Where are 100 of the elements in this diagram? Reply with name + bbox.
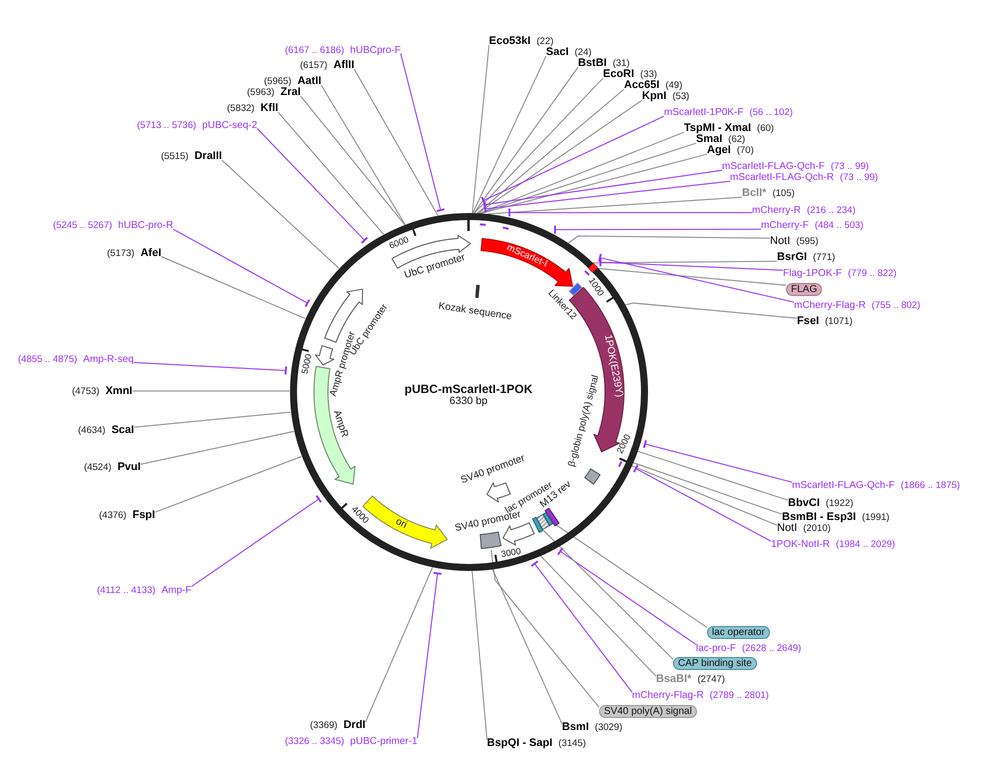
leader-line [160, 256, 306, 320]
primer-name: mScarletI-1P0K-F [664, 107, 744, 118]
feature-tag: FLAG [786, 283, 822, 296]
leader-line [476, 88, 624, 214]
primer-name: 1POK-NotI-R [771, 539, 830, 550]
enzyme-name: BbvCI [788, 498, 820, 510]
scale-label: 3000 [500, 546, 522, 560]
leader-line [256, 128, 368, 244]
cut-position: (22) [536, 36, 554, 48]
enzyme-name: DrdI [343, 720, 366, 732]
primer-name: pUBC-seq-2 [202, 120, 258, 130]
primer-name: Flag-1POK-F [783, 268, 842, 280]
leader-line [633, 464, 772, 542]
cut-position: (1071) [825, 316, 852, 328]
leader-line [154, 456, 302, 513]
primer-name: mCherry-Flag-R [632, 690, 704, 702]
cut-position: (5515) [161, 151, 188, 162]
primer-range: (5245 .. 5267) [53, 220, 112, 232]
enzyme-name: NotI [770, 236, 790, 248]
cut-position: (4376) [99, 510, 126, 522]
cut-position: (3369) [310, 720, 338, 732]
leader-line [597, 268, 786, 286]
plasmid-size: 6330 bp [450, 395, 488, 406]
leader-line [134, 412, 292, 428]
leader-line [133, 362, 287, 375]
leader-line [540, 555, 656, 677]
cut-position: (595) [796, 236, 818, 248]
cut-position: (4524) [84, 462, 112, 474]
leader-line [624, 302, 798, 319]
leader-line [320, 84, 406, 226]
leader-line [132, 390, 290, 392]
leader-line [643, 440, 792, 483]
cut-position: (4753) [72, 386, 100, 398]
leader-line [472, 570, 488, 740]
leader-line [636, 450, 788, 501]
primer-range: (56 .. 102) [749, 107, 793, 118]
scale-label: 5000 [300, 352, 314, 374]
leader-line [543, 530, 674, 660]
primer-name: mCherry-R [752, 204, 801, 216]
leader-line [568, 236, 770, 244]
cut-position: (4634) [78, 425, 106, 436]
primer-name: hUBCpro-F [350, 44, 401, 56]
primer-name: hUBC-pro-R [118, 220, 174, 232]
leader-line [599, 258, 784, 271]
enzyme-name: ScaI [111, 425, 134, 436]
scale-label: 6000 [388, 236, 410, 252]
leader-line [472, 44, 490, 214]
cut-position: (60) [757, 123, 774, 134]
leader-line [479, 142, 696, 214]
leader-line [478, 132, 684, 214]
cut-position: (771) [812, 252, 836, 264]
cut-position: (6157) [300, 60, 328, 72]
leader-line [482, 170, 722, 209]
feature-label: ori [394, 517, 408, 532]
cut-position: (1922) [826, 498, 854, 510]
primer-range: (2789 .. 2801) [710, 690, 769, 702]
leader-line [484, 180, 730, 213]
leader-line [222, 160, 340, 269]
plasmid-name: pUBC-mScarletI-1POK [404, 382, 533, 394]
enzyme-name: NotI [777, 523, 798, 534]
leader-line [557, 548, 696, 645]
enzyme-name: KpnI [642, 91, 666, 102]
enzyme-name: ZraI [280, 87, 301, 98]
enzyme-name: Acc65I [624, 80, 660, 92]
feature-tag: CAP binding site [673, 657, 757, 670]
leader-line [300, 96, 406, 226]
primer-range: (1984 .. 2029) [836, 539, 896, 550]
leader-line [140, 430, 294, 465]
enzyme-name: TspMI - XmaI [684, 123, 752, 134]
primer-range: (5713 .. 5736) [137, 120, 196, 130]
leader-line [354, 68, 438, 216]
enzyme-name: EcoRI [603, 69, 634, 80]
primer-range: (216 .. 234) [806, 204, 856, 216]
enzyme-name: KflI [260, 103, 278, 114]
leader-line [598, 254, 794, 303]
scale-label: 2000 [616, 433, 632, 455]
primer-range: (6167 .. 6186) [285, 44, 344, 56]
enzyme-name: DraIII [194, 151, 222, 162]
primer-name: mScarletI-FLAG-Qch-R [730, 172, 834, 184]
leader-line [554, 226, 762, 234]
primer-name: Amp-R-seq [83, 354, 134, 364]
leader-line [492, 568, 562, 724]
leader-line [530, 560, 632, 693]
cut-position: (49) [665, 80, 682, 92]
cut-position: (5173) [107, 248, 134, 258]
cut-position: (70) [736, 145, 754, 156]
feature-label: AmpR [330, 409, 350, 439]
plasmid-backbone-ring [290, 213, 648, 571]
enzyme-name: PvuI [117, 462, 141, 474]
leader-line [632, 462, 782, 515]
primer-range: (73 .. 99) [840, 172, 878, 184]
leader-line [191, 495, 322, 587]
primer-name: mScarletI-FLAG-Qch-F [722, 161, 825, 172]
leader-line [172, 228, 310, 308]
cut-position: (53) [672, 91, 690, 102]
primer-range: (2628 .. 2649) [742, 642, 802, 654]
cut-position: (2747) [697, 674, 725, 686]
cut-position: (5963) [247, 87, 274, 98]
leader-line [477, 100, 642, 214]
cut-position: (24) [574, 47, 592, 58]
